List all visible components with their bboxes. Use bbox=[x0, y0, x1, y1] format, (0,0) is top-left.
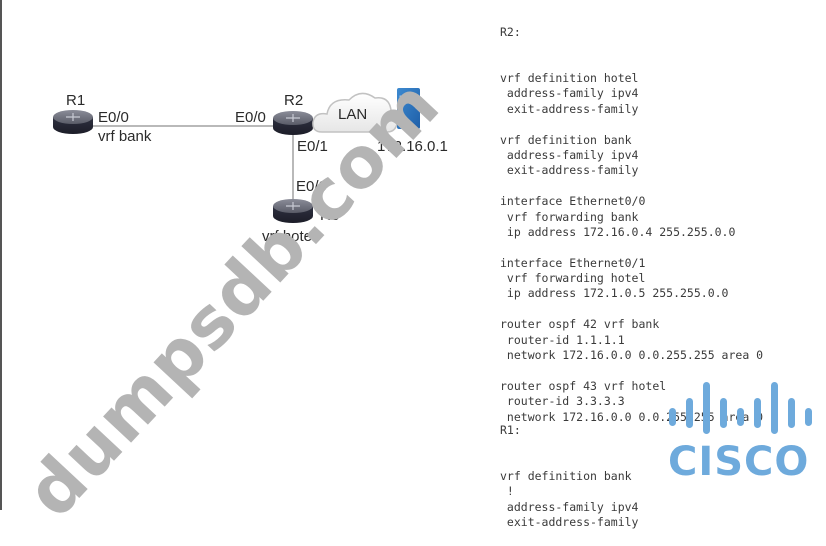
config-line bbox=[500, 363, 763, 378]
config-line: ip address 172.16.0.4 255.255.0.0 bbox=[500, 224, 736, 239]
r2-config-lines: vrf definition hotel address-family ipv4… bbox=[500, 71, 763, 425]
config-line bbox=[500, 240, 763, 255]
router-r2-icon bbox=[273, 111, 313, 135]
cisco-bar bbox=[788, 398, 795, 428]
config-line bbox=[500, 179, 763, 194]
r1-label: R1 bbox=[66, 92, 86, 109]
left-border bbox=[0, 0, 2, 510]
config-line: exit-address-family bbox=[500, 163, 639, 178]
config-line bbox=[500, 117, 763, 132]
cisco-logo-text: CISCO bbox=[668, 439, 810, 485]
config-line: ! bbox=[500, 484, 514, 499]
r2-config-header: R2: bbox=[500, 24, 521, 39]
config-line bbox=[500, 302, 763, 317]
r1-config-lines: vrf definition bank ! address-family ipv… bbox=[500, 469, 638, 531]
config-line: router-id 1.1.1.1 bbox=[500, 332, 625, 347]
server-address-label: 172.16.0.1 bbox=[377, 138, 448, 155]
config-line: exit-address-family bbox=[500, 515, 639, 530]
config-line: vrf forwarding hotel bbox=[500, 271, 646, 286]
config-line: address-family ipv4 bbox=[500, 86, 639, 101]
network-diagram: R1 E0/0 vrf bank R2 E0/0 E0/1 LAN 172.16… bbox=[0, 0, 480, 260]
config-line: router-id 3.3.3.3 bbox=[500, 394, 625, 409]
cisco-bar bbox=[805, 408, 812, 426]
r3-interface-label: E0/0 bbox=[296, 178, 327, 195]
cisco-bar bbox=[771, 382, 778, 434]
r3-label: R3 bbox=[320, 207, 340, 224]
config-line: address-family ipv4 bbox=[500, 147, 639, 162]
config-line: router ospf 43 vrf hotel bbox=[500, 378, 667, 393]
server-icon bbox=[397, 88, 420, 129]
r1-vrf-label: vrf bank bbox=[98, 128, 152, 145]
config-line: address-family ipv4 bbox=[500, 499, 639, 514]
config-line: interface Ethernet0/1 bbox=[500, 255, 646, 270]
config-line: vrf definition bank bbox=[500, 469, 632, 484]
r1-interface-label: E0/0 bbox=[98, 109, 129, 126]
config-line: router ospf 42 vrf bank bbox=[500, 317, 660, 332]
r3-vrf-label: vrf hotel bbox=[262, 228, 316, 245]
config-line: vrf definition hotel bbox=[500, 71, 639, 86]
config-line: vrf forwarding bank bbox=[500, 209, 639, 224]
r2-config-block: R2: vrf definition hotel address-family … bbox=[500, 0, 763, 440]
config-line: vrf definition bank bbox=[500, 132, 632, 147]
config-line: ip address 172.1.0.5 255.255.0.0 bbox=[500, 286, 729, 301]
lan-label: LAN bbox=[338, 106, 368, 123]
router-r3-icon bbox=[273, 199, 313, 223]
router-r1-icon bbox=[53, 110, 93, 134]
config-line: interface Ethernet0/0 bbox=[500, 194, 646, 209]
config-line: exit-address-family bbox=[500, 101, 639, 116]
r2-interface-left-label: E0/0 bbox=[235, 109, 266, 126]
config-line: network 172.16.0.0 0.0.255.255 area 0 bbox=[500, 348, 764, 363]
r1-config-header: R1: bbox=[500, 422, 521, 437]
r1-config-block: R1: vrf definition bank ! address-family… bbox=[500, 392, 638, 546]
r2-label: R2 bbox=[284, 92, 304, 109]
r2-interface-down-label: E0/1 bbox=[297, 138, 328, 155]
diagram-canvas bbox=[53, 88, 420, 223]
